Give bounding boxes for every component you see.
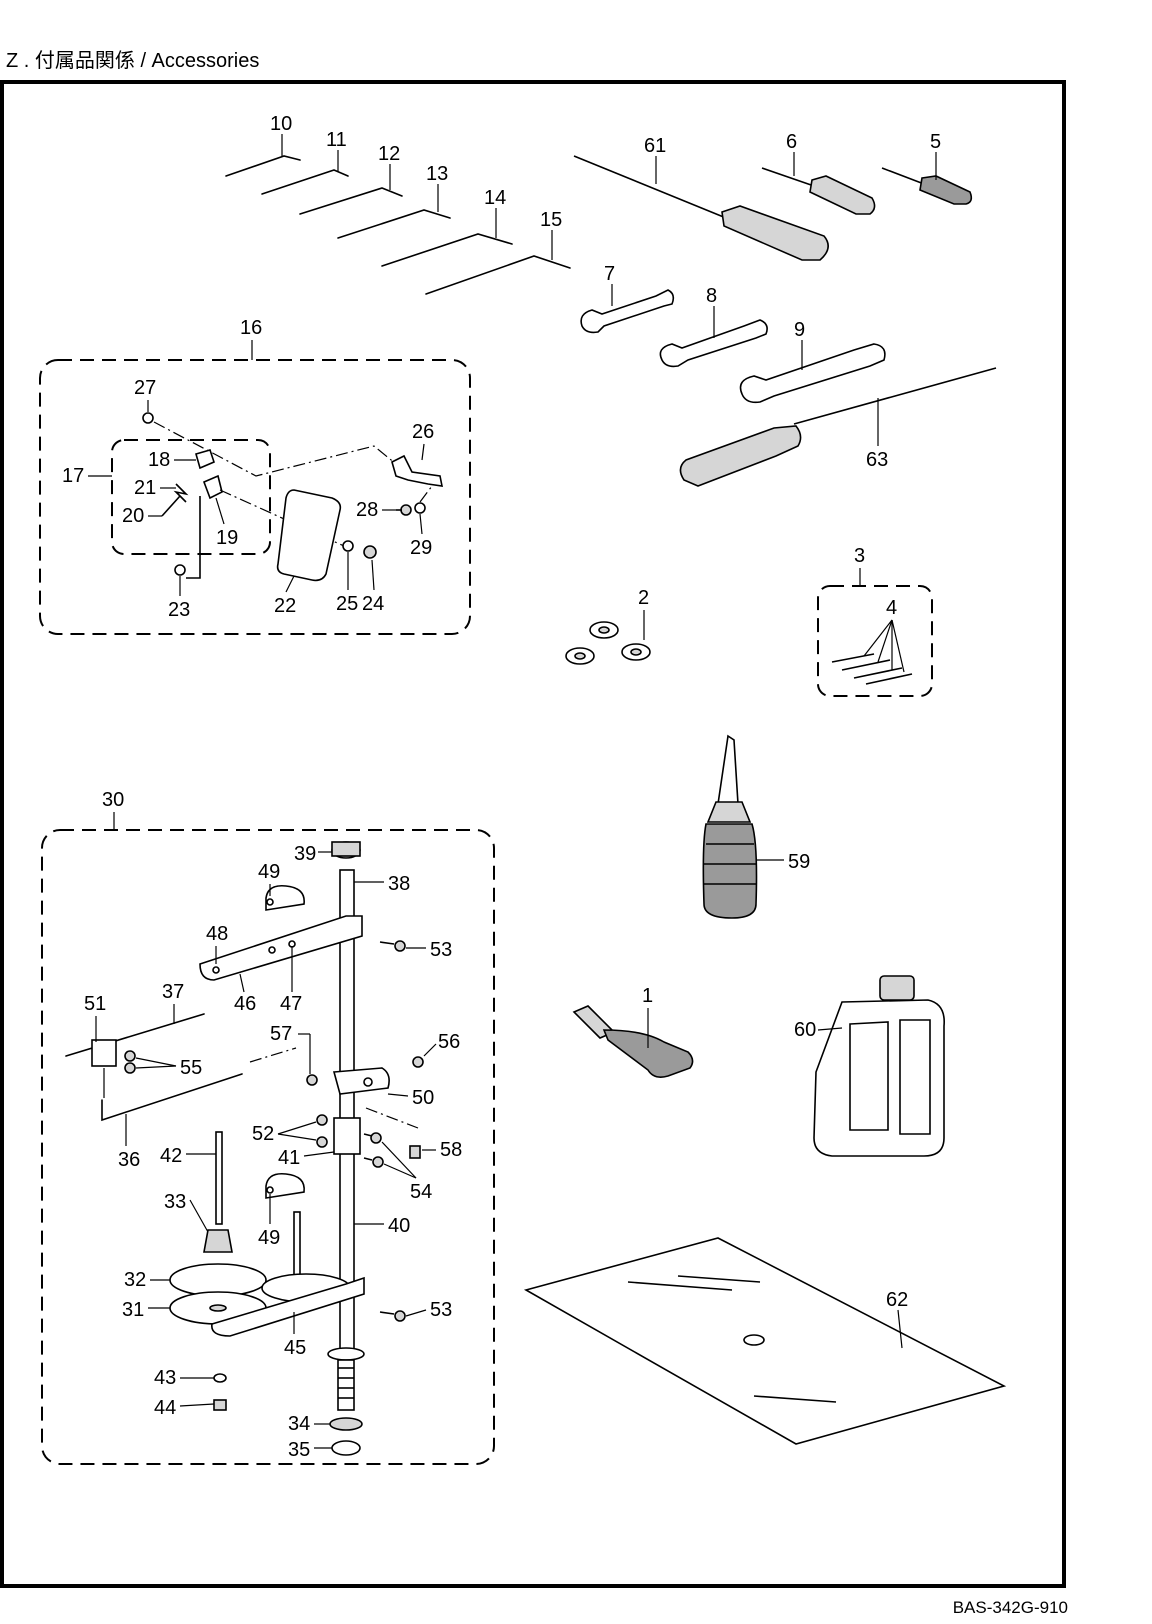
hex-key-15 [425, 255, 571, 295]
bobbins-2: 2 [565, 587, 651, 665]
callout-12: 12 [378, 143, 400, 165]
callout-50: 50 [412, 1087, 434, 1109]
callout-3: 3 [854, 545, 865, 567]
callout-40: 40 [388, 1215, 410, 1237]
callout-49: 49 [258, 861, 280, 883]
callout-52: 52 [252, 1123, 274, 1145]
callout-51: 51 [84, 993, 106, 1015]
callout-37: 37 [162, 981, 184, 1003]
hex-keys: 10 11 12 13 14 15 [225, 113, 571, 295]
callout-6: 6 [786, 131, 797, 153]
callout-27: 27 [134, 377, 156, 399]
callout-7: 7 [604, 263, 615, 285]
callout-26: 26 [412, 421, 434, 443]
callout-62: 62 [886, 1289, 908, 1311]
wrenches: 7 8 9 [580, 263, 886, 404]
group-30: 30 39 38 40 46 47 48 49 53 37 [41, 789, 495, 1465]
callout-2: 2 [638, 587, 649, 609]
callout-36: 36 [118, 1149, 140, 1171]
callout-5: 5 [930, 131, 941, 153]
hex-key-12 [299, 187, 403, 215]
document-code: BAS-342G-910 [952, 1598, 1068, 1617]
callout-35: 35 [288, 1439, 310, 1461]
oil-brush-1: 1 [572, 985, 694, 1078]
callout-41: 41 [278, 1147, 300, 1169]
callout-49: 49 [258, 1227, 280, 1249]
oil-jug-60: 60 [794, 975, 945, 1157]
page-title: Z . 付属品関係 / Accessories [6, 50, 260, 72]
callout-63: 63 [866, 449, 888, 471]
callout-32: 32 [124, 1269, 146, 1291]
callout-42: 42 [160, 1145, 182, 1167]
callout-28: 28 [356, 499, 378, 521]
callout-47: 47 [280, 993, 302, 1015]
callout-39: 39 [294, 843, 316, 865]
callout-53: 53 [430, 939, 452, 961]
callout-1: 1 [642, 985, 653, 1007]
callout-15: 15 [540, 209, 562, 231]
diagram-frame: 10 11 12 13 14 15 61 6 5 63 7 8 [0, 80, 1066, 1588]
callout-56: 56 [438, 1031, 460, 1053]
callout-20: 20 [122, 505, 144, 527]
callout-54: 54 [410, 1181, 432, 1203]
callout-8: 8 [706, 285, 717, 307]
callout-31: 31 [122, 1299, 144, 1321]
callout-43: 43 [154, 1367, 176, 1389]
callout-11: 11 [326, 129, 347, 151]
callout-44: 44 [154, 1397, 176, 1419]
callout-53: 53 [430, 1299, 452, 1321]
callout-48: 48 [206, 923, 228, 945]
screwdrivers: 61 6 5 63 [573, 131, 997, 487]
callout-46: 46 [234, 993, 256, 1015]
hex-key-13 [337, 209, 451, 239]
callout-18: 18 [148, 449, 170, 471]
rubber-mat-62: 62 [523, 1237, 1007, 1445]
callout-9: 9 [794, 319, 805, 341]
callout-58: 58 [440, 1139, 462, 1161]
callout-24: 24 [362, 593, 384, 615]
wrench-9 [739, 343, 886, 404]
hex-key-14 [381, 233, 513, 267]
callout-21: 21 [134, 477, 156, 499]
group-3: 3 4 [817, 545, 933, 697]
callout-14: 14 [484, 187, 506, 209]
wrench-8 [659, 319, 768, 368]
callout-60: 60 [794, 1019, 816, 1041]
callout-10: 10 [270, 113, 292, 135]
wrench-7 [580, 289, 675, 334]
callout-16: 16 [240, 317, 262, 339]
callout-33: 33 [164, 1191, 186, 1213]
knee-pad-22 [276, 489, 342, 582]
callout-30: 30 [102, 789, 124, 811]
group-16: 16 17 27 18 21 20 19 23 22 25 24 [39, 317, 471, 635]
parts-diagram: 10 11 12 13 14 15 61 6 5 63 7 8 [39, 113, 1007, 1465]
callout-45: 45 [284, 1337, 306, 1359]
hex-key-10 [225, 155, 301, 177]
callout-29: 29 [410, 537, 432, 559]
oiler-59: 59 [702, 734, 810, 919]
callout-55: 55 [180, 1057, 202, 1079]
callout-13: 13 [426, 163, 448, 185]
callout-61: 61 [644, 135, 666, 157]
callout-19: 19 [216, 527, 238, 549]
callout-17: 17 [62, 465, 84, 487]
callout-22: 22 [274, 595, 296, 617]
callout-23: 23 [168, 599, 190, 621]
callout-59: 59 [788, 851, 810, 873]
hex-key-11 [261, 169, 349, 195]
callout-57: 57 [270, 1023, 292, 1045]
callout-38: 38 [388, 873, 410, 895]
callout-4: 4 [886, 597, 897, 619]
callout-25: 25 [336, 593, 358, 615]
callout-34: 34 [288, 1413, 310, 1435]
